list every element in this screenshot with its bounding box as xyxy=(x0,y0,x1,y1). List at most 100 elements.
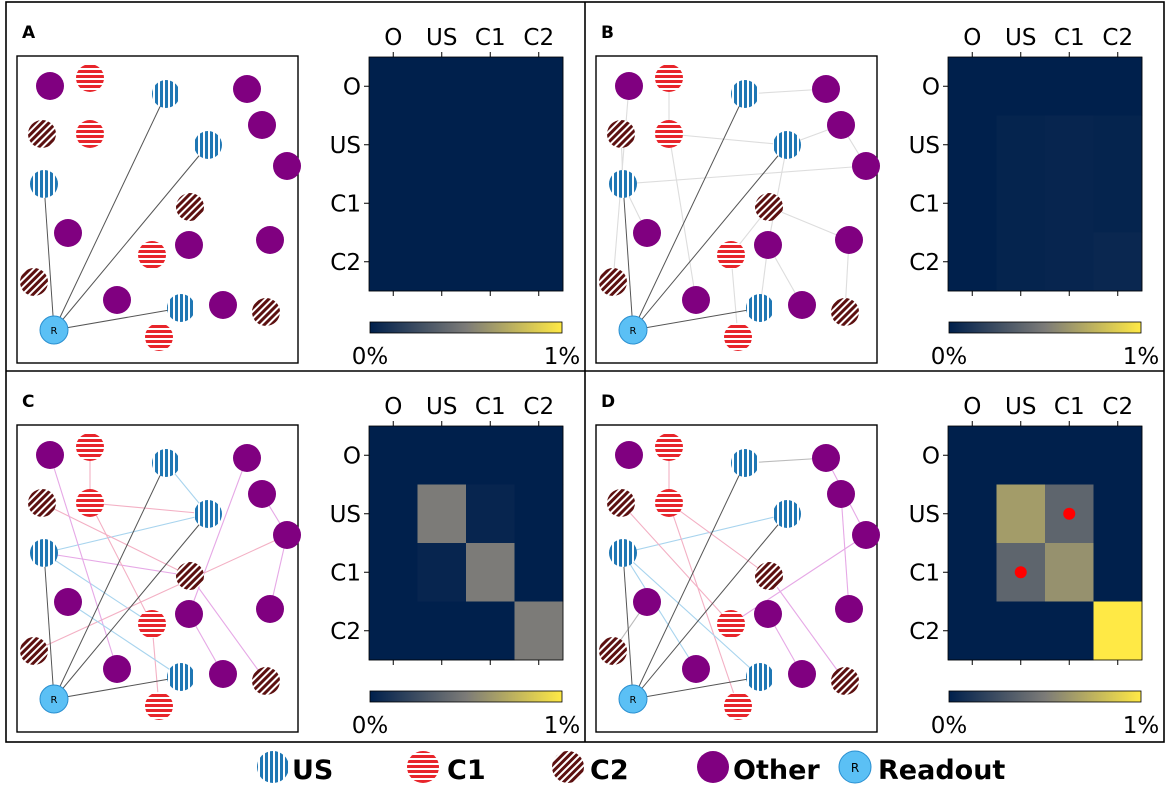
highlight-marker xyxy=(1063,507,1076,520)
legend-item-c2: C2 xyxy=(552,751,629,786)
other-node xyxy=(36,72,64,100)
readout-node-label: R xyxy=(51,326,58,337)
other-node xyxy=(827,111,855,139)
heatmap-cell xyxy=(948,426,997,485)
c1-node xyxy=(717,241,745,269)
c1-node xyxy=(76,489,104,517)
other-node xyxy=(754,231,782,259)
other-node xyxy=(812,444,840,472)
other-node xyxy=(615,441,643,469)
other-node-icon xyxy=(697,751,729,783)
heatmap-cell xyxy=(514,115,564,175)
heatmap-cell xyxy=(1093,174,1143,233)
heatmap-cell xyxy=(466,174,515,233)
other-node xyxy=(256,595,284,623)
legend-item-other: Other xyxy=(697,751,820,786)
colorbar-max-label: 1% xyxy=(544,713,581,739)
readout-edge xyxy=(53,144,209,331)
heatmap-cell xyxy=(369,601,418,661)
readout-edge xyxy=(632,676,761,700)
heatmap-cell xyxy=(1045,57,1094,116)
heatmap-cell xyxy=(466,57,515,116)
network-edge xyxy=(67,601,182,678)
readout-edge xyxy=(632,307,761,331)
heatmap-cell xyxy=(948,57,997,116)
network-edge xyxy=(33,534,288,652)
heatmap-col-label: US xyxy=(426,394,457,420)
heatmap-col-label: US xyxy=(1005,25,1036,51)
network-edge xyxy=(49,454,118,670)
readout-edge xyxy=(43,552,55,700)
panel-letter: C xyxy=(22,392,34,412)
heatmap-cell xyxy=(417,232,467,292)
c2-node xyxy=(252,667,280,695)
highlight-marker xyxy=(1014,566,1027,579)
us-node xyxy=(30,170,58,198)
other-node xyxy=(682,655,710,683)
c1-node xyxy=(145,323,173,351)
heatmap-cell xyxy=(996,174,1046,233)
heatmap-cell xyxy=(417,601,467,661)
us-node xyxy=(609,539,637,567)
c2-node-icon xyxy=(552,751,584,783)
heatmap-cell xyxy=(996,57,1046,116)
heatmap-cell xyxy=(514,426,564,485)
colorbar-gradient xyxy=(948,690,1142,703)
heatmap-col-label: C2 xyxy=(1102,25,1133,51)
heatmap-row-label: C2 xyxy=(909,619,940,645)
colorbar: 0%1% xyxy=(931,321,1159,370)
other-node xyxy=(36,441,64,469)
heatmap-cell xyxy=(1045,543,1094,602)
c2-node xyxy=(176,193,204,221)
heatmap-cell xyxy=(369,543,418,602)
readout-node-icon xyxy=(838,750,872,784)
c2-node xyxy=(831,667,859,695)
heatmap-row-label: US xyxy=(330,133,361,159)
heatmap-cell xyxy=(417,115,467,175)
heatmap-cell xyxy=(1045,174,1094,233)
heatmap-cell xyxy=(369,174,418,233)
heatmap-cell xyxy=(1093,484,1143,544)
c2-node xyxy=(607,489,635,517)
us-node xyxy=(30,539,58,567)
other-node xyxy=(835,595,863,623)
other-node xyxy=(103,286,131,314)
other-node xyxy=(209,291,237,319)
readout-edge xyxy=(622,552,634,700)
c2-node xyxy=(599,268,627,296)
heatmap-col-label: C2 xyxy=(523,394,554,420)
heatmap-row-label: O xyxy=(922,74,940,100)
readout-edge xyxy=(53,307,182,331)
readout-node xyxy=(39,684,69,714)
heatmap-row-label: US xyxy=(330,502,361,528)
legend-item-us: US xyxy=(257,751,333,786)
heatmap-cell xyxy=(996,115,1046,175)
colorbar: 0%1% xyxy=(931,690,1159,739)
c2-node xyxy=(599,637,627,665)
other-node xyxy=(54,588,82,616)
heatmap-col-label: O xyxy=(963,394,981,420)
other-node xyxy=(248,480,276,508)
other-node xyxy=(256,226,284,254)
c1-node xyxy=(76,64,104,92)
colorbar-gradient xyxy=(369,321,563,334)
heatmap-cell xyxy=(996,232,1046,292)
c1-node xyxy=(717,610,745,638)
other-node xyxy=(615,72,643,100)
network-edge xyxy=(668,133,697,301)
c2-node xyxy=(176,562,204,590)
other-node xyxy=(682,286,710,314)
other-node xyxy=(852,521,880,549)
c2-node xyxy=(607,120,635,148)
other-node xyxy=(248,111,276,139)
other-node xyxy=(788,660,816,688)
network-edge xyxy=(43,513,209,554)
heatmap-row-label: C1 xyxy=(330,560,361,586)
us-node xyxy=(194,131,222,159)
heatmap-cell xyxy=(514,484,564,544)
panel-letter: A xyxy=(22,23,36,43)
